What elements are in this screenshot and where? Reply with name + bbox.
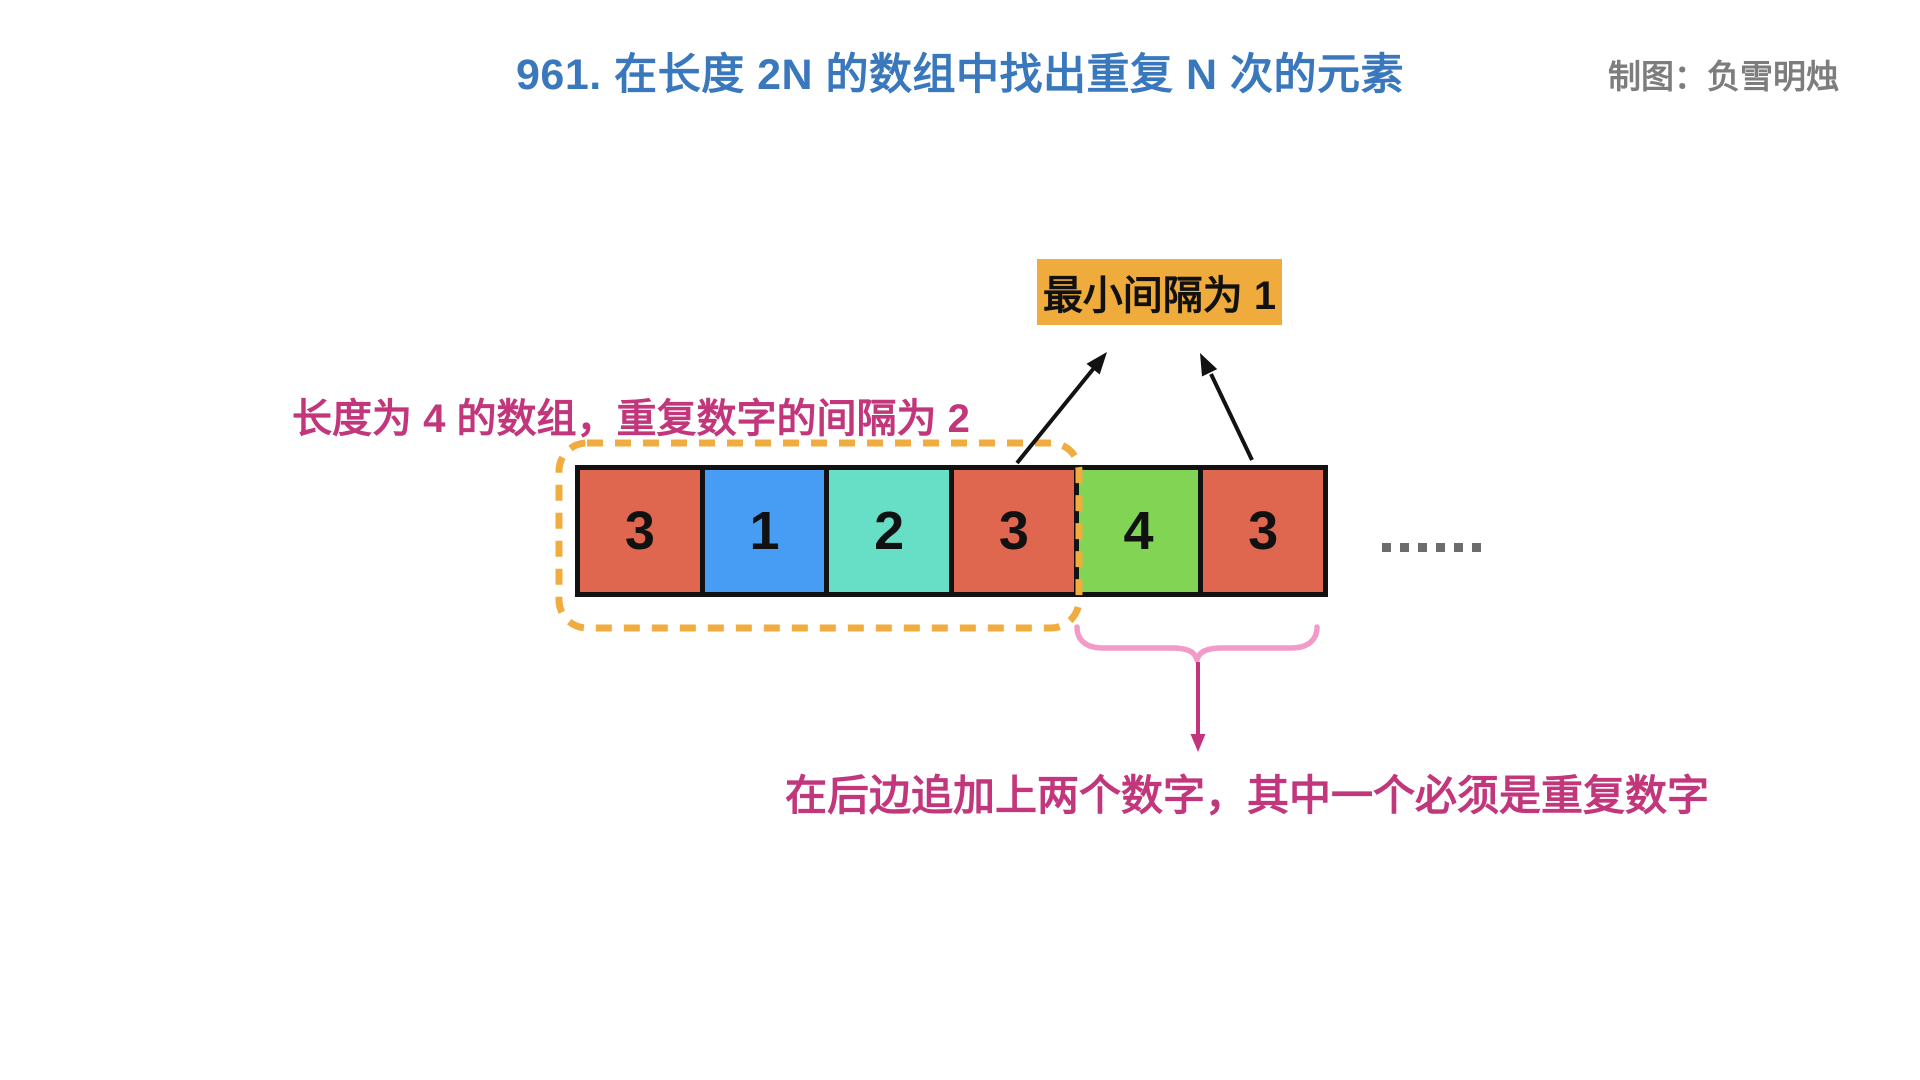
- cell-value: 4: [1123, 501, 1154, 561]
- ellipsis-dot: [1400, 543, 1409, 552]
- array-cell: 4: [1078, 470, 1204, 592]
- cell-value: 2: [874, 501, 905, 561]
- credit-text: 制图：负雪明烛: [1608, 58, 1839, 95]
- ellipsis-dot: [1382, 543, 1391, 552]
- append-brace-icon: [1074, 624, 1320, 663]
- array-cell: 3: [954, 470, 1079, 592]
- ellipsis-dot: [1436, 543, 1445, 552]
- ellipsis-dots: [1382, 543, 1481, 552]
- array-cell: 1: [704, 470, 830, 592]
- append-note: 在后边追加上两个数字，其中一个必须是重复数字: [785, 772, 1710, 819]
- cell-value: 3: [998, 501, 1029, 561]
- page-title: 961. 在长度 2N 的数组中找出重复 N 次的元素: [516, 51, 1404, 99]
- array: 3 1 2 3 4 3: [575, 465, 1328, 597]
- arrow-to-label-left-icon: [1015, 352, 1107, 465]
- array-cell: 3: [1203, 470, 1324, 592]
- cell-value: 3: [624, 501, 655, 561]
- array-note: 长度为 4 的数组，重复数字的间隔为 2: [292, 397, 970, 441]
- ellipsis-dot: [1418, 543, 1427, 552]
- cell-value: 1: [749, 501, 780, 561]
- cell-value: 3: [1248, 501, 1279, 561]
- append-down-arrow-icon: [1190, 662, 1206, 752]
- ellipsis-dot: [1472, 543, 1481, 552]
- array-cell: 2: [829, 470, 955, 592]
- min-gap-label: 最小间隔为 1: [1037, 259, 1282, 325]
- arrow-to-label-right-icon: [1200, 353, 1254, 461]
- ellipsis-dot: [1454, 543, 1463, 552]
- array-cell: 3: [580, 470, 705, 592]
